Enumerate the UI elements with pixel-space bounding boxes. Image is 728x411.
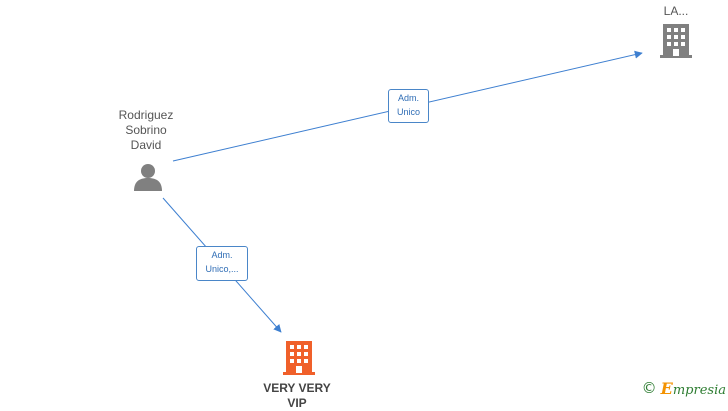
person-label[interactable]: Rodriguez Sobrino David (103, 108, 189, 153)
edge-label-line-2: Unico,... (205, 264, 239, 274)
brand-rest: mpresia (672, 382, 726, 398)
person-label-line-1: Rodriguez (118, 108, 174, 122)
company-main-label-line-2: VIP (287, 396, 307, 410)
copyright-icon: © (641, 379, 657, 397)
edge-label-line-2: Unico (396, 107, 420, 117)
relationship-graph (162, 50, 643, 333)
edge-label-adm-unico[interactable]: Adm. Unico (388, 89, 429, 123)
company-main-label[interactable]: VERY VERY VIP (247, 381, 347, 411)
person-label-line-2: Sobrino (125, 123, 167, 137)
company-top-label[interactable]: LA... (663, 4, 689, 18)
edge-label-line-1: Adm. (397, 93, 419, 103)
brand-name: Empresia (661, 379, 726, 398)
building-icon-main[interactable] (283, 341, 315, 375)
brand-initial: E (660, 378, 673, 398)
edge-label-line-1: Adm. (211, 250, 233, 260)
company-main-label-line-1: VERY VERY (263, 381, 331, 395)
empresia-logo[interactable]: © Empresia (642, 378, 726, 398)
person-icon[interactable] (133, 163, 163, 191)
person-label-line-3: David (130, 138, 162, 152)
edge-label-adm-unico-more[interactable]: Adm. Unico,... (196, 246, 248, 281)
building-icon[interactable] (660, 24, 692, 58)
